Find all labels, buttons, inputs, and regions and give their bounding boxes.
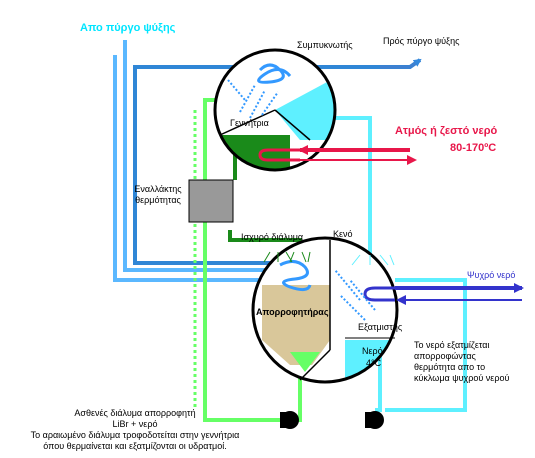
- generator-condenser-vessel: [213, 48, 337, 172]
- heat-exchanger-label-line2: θερμότητας: [135, 195, 181, 205]
- bottom-note-line2: LiBr + νερό: [112, 419, 158, 429]
- water-label: Νερό: [362, 346, 383, 356]
- evaporator-note-line3: θερμότητα απο το: [414, 362, 486, 372]
- water-temp-label: 4°C: [366, 358, 382, 368]
- to-tower-label: Πρός πύργο ψύξης: [383, 36, 460, 46]
- evaporator-note-line4: κύκλωμα ψυχρού νερού: [414, 373, 510, 383]
- absorber-label: Απορροφητήρας: [256, 307, 329, 317]
- bottom-note-line1: Ασθενές διάλυμα απορροφητή: [74, 408, 196, 418]
- weak-solution-line: [203, 98, 302, 422]
- evaporator-note: Το νερό εξατμίζεται απορροφώντας θερμότη…: [414, 340, 509, 384]
- from-tower-label: Απο πύργο ψύξης: [80, 22, 176, 34]
- temp-label: 80-170ºC: [450, 142, 497, 154]
- evaporator-coil: [363, 286, 395, 302]
- cooling-tower-water-line: [113, 40, 305, 282]
- refrigerant-pump: [365, 411, 384, 429]
- strong-solution-label: Ισχυρό διάλυμα: [241, 232, 304, 242]
- solution-pump: [280, 411, 299, 429]
- evaporator-note-line2: απορροφώντας: [414, 351, 476, 361]
- to-tower-arrow: [380, 58, 422, 69]
- heating-coil: [258, 148, 300, 162]
- bottom-note-line3: Το αραιωμένο διάλυμα τροφοδοτείται στην …: [30, 430, 240, 440]
- heat-exchanger-label-line1: Εναλλάκτης: [134, 184, 182, 194]
- absorber-coil: [279, 260, 312, 292]
- evaporator-label: Εξατμιστής: [358, 322, 403, 332]
- vacuum-label: Κενό: [333, 229, 353, 239]
- heat-exchanger: [188, 179, 234, 223]
- steam-label: Ατμός ή ζεστό νερό: [395, 125, 498, 137]
- cold-water-label: Ψυχρό νερό: [467, 270, 516, 280]
- condenser-label: Συμπυκνωτής: [297, 40, 353, 50]
- condenser-coil: [257, 63, 292, 84]
- evaporator-note-line1: Το νερό εξατμίζεται: [414, 340, 490, 350]
- bottom-note-line4: όπου θερμαίνεται και εξατμίζονται οι υδρ…: [43, 441, 227, 451]
- generator-label: Γεννήτρια: [230, 118, 269, 128]
- heat-exchanger-label: Εναλλάκτης θερμότητας: [130, 184, 186, 206]
- bottom-note: Ασθενές διάλυμα απορροφητή LiBr + νερό Τ…: [0, 408, 270, 452]
